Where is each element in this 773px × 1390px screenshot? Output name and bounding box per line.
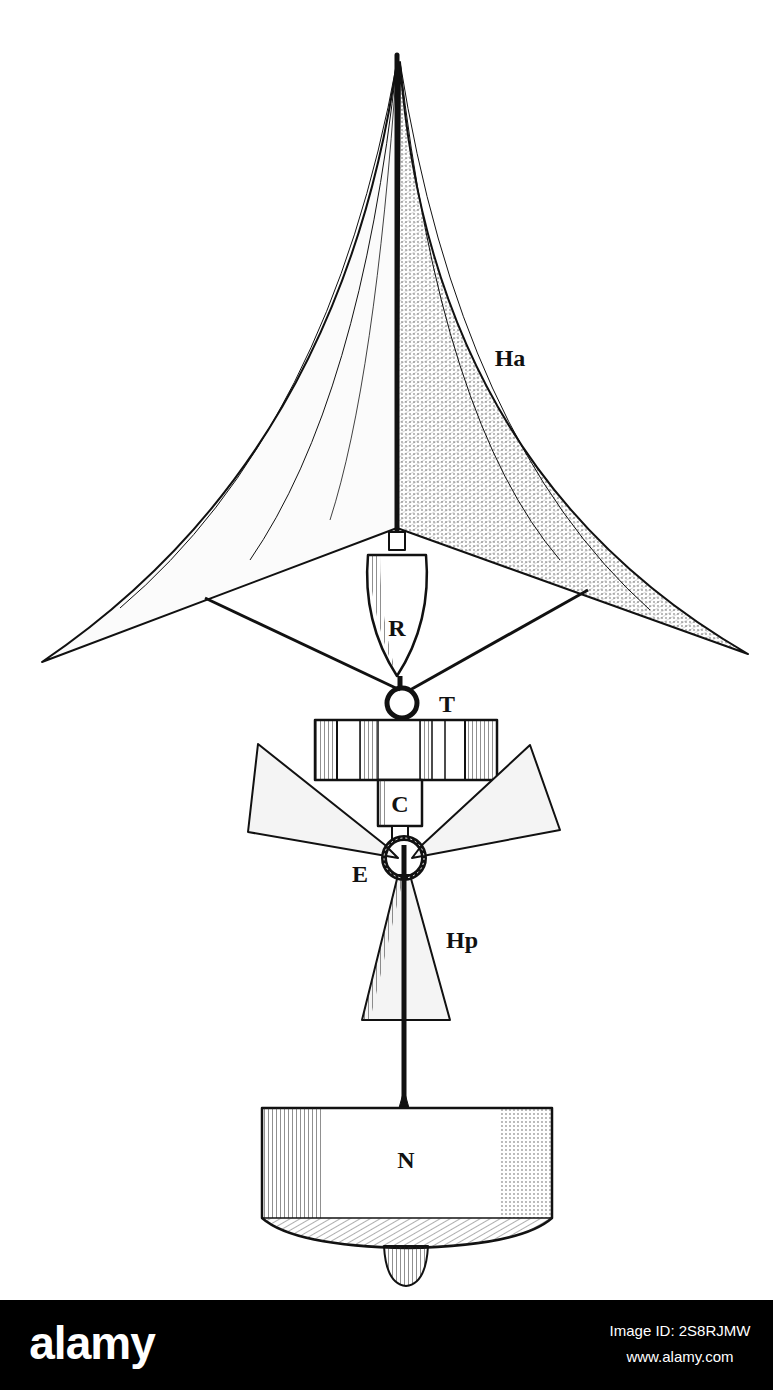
image-id: Image ID: 2S8RJMW: [610, 1323, 751, 1338]
part-label: R: [385, 615, 408, 641]
watermark-url: www.alamy.com: [626, 1349, 733, 1364]
part-label: C: [388, 791, 411, 817]
part-label: Ha: [492, 345, 529, 371]
watermark-logo: alamy: [29, 1320, 154, 1366]
part-label: Hp: [443, 927, 481, 953]
part-label: N: [394, 1147, 417, 1173]
watermark-band: [0, 1300, 773, 1390]
part-label: T: [436, 691, 458, 717]
part-label: E: [349, 861, 371, 887]
